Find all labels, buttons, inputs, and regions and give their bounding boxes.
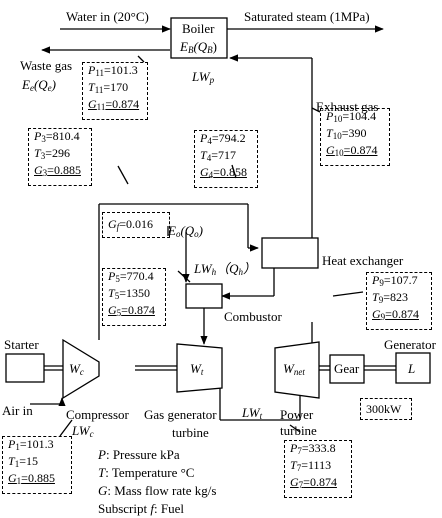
state-3-box: P3=810.4 T3=296 G3=0.885 — [28, 128, 92, 186]
state-5-box: P5=770.4 T5=1350 G5=0.874 — [102, 268, 166, 326]
legend-mass-flow: G: Mass flow rate kg/s — [98, 483, 217, 498]
t3: T3=296 — [34, 146, 70, 161]
legend-temperature: T: Temperature °C — [98, 465, 195, 480]
state-10-box: P10=104.4 T10=390 G10=0.874 — [320, 108, 390, 166]
g4: G4=0.858 — [200, 165, 247, 180]
ee-label: Ee(Qe) — [22, 77, 57, 94]
state-11-box: P11=101.3 T11=170 G11=0.874 — [82, 62, 148, 120]
s10-leader — [311, 107, 321, 113]
p4: P4=794.2 — [200, 131, 246, 146]
lwh-label: LWh（Qh） — [194, 261, 256, 278]
rating-label: 300kW — [366, 402, 402, 416]
p9: P9=107.7 — [372, 273, 418, 288]
s9-leader — [332, 291, 364, 297]
s4-leader — [231, 164, 237, 179]
p7: P7=333.8 — [290, 441, 336, 456]
g11: G11=0.874 — [88, 97, 140, 112]
s1-leader — [59, 419, 73, 437]
g1: G1=0.885 — [8, 471, 55, 486]
s5-leader — [177, 270, 191, 283]
s7-leader — [289, 424, 301, 433]
g3: G3=0.885 — [34, 163, 81, 178]
t7: T7=1113 — [290, 458, 332, 473]
load-box — [395, 352, 431, 384]
lwc-label: LWc — [72, 423, 94, 440]
load-label: L — [408, 361, 416, 376]
fuel-box: Gf=0.016 — [102, 212, 170, 238]
boiler-label: Boiler — [182, 21, 215, 36]
lwt-label: LWt — [242, 405, 263, 422]
heat-exchanger-label: Heat exchanger — [322, 253, 404, 268]
p5: P5=770.4 — [108, 269, 154, 284]
lwp-label: LWp — [192, 69, 215, 86]
combustor-box — [185, 283, 223, 309]
gear-label: Gear — [334, 361, 360, 376]
gas-generator-turbine-shape — [176, 343, 223, 393]
legend-pressure: P: Pressure kPa — [98, 447, 180, 462]
compressor-shape — [62, 338, 100, 400]
p3: P3=810.4 — [34, 129, 80, 144]
starter-box — [5, 353, 45, 383]
state-4-box: P4=794.2 T4=717 G4=0.858 — [194, 130, 258, 188]
starter-label: Starter — [4, 337, 39, 352]
t4: T4=717 — [200, 148, 236, 163]
waste-gas-label: Waste gas — [20, 58, 73, 73]
combustor-label: Combustor — [224, 309, 282, 324]
gas-generator-label-1: Gas generator — [144, 407, 217, 422]
wc-symbol: Wc — [69, 361, 84, 378]
state-9-box: P9=107.7 T9=823 G9=0.874 — [366, 272, 432, 330]
boiler-energy: EB(QB) — [180, 39, 218, 56]
power-turbine-label-2: turbine — [280, 423, 317, 438]
t11: T11=170 — [88, 80, 129, 95]
p1: P1=101.3 — [8, 437, 54, 452]
g5: G5=0.874 — [108, 303, 155, 318]
t9: T9=823 — [372, 290, 408, 305]
exhaust-gas-label: Exhaust gas — [316, 99, 379, 114]
rating-box: 300kW — [360, 398, 412, 420]
power-turbine-label-1: Power — [280, 407, 314, 422]
g10: G10=0.874 — [326, 143, 378, 158]
g7: G7=0.874 — [290, 475, 337, 490]
water-in-label: Water in (20°C) — [66, 9, 149, 24]
t10: T10=390 — [326, 126, 367, 141]
wnet-symbol: Wnet — [283, 361, 305, 378]
state-1-box: P1=101.3 T1=15 G1=0.885 — [2, 436, 72, 494]
p11: P11=101.3 — [88, 63, 138, 78]
legend-subscript: Subscript f: Fuel — [98, 501, 184, 516]
power-turbine-shape — [274, 341, 320, 399]
gear-box — [329, 354, 365, 384]
g9: G9=0.874 — [372, 307, 419, 322]
wt-symbol: Wt — [190, 361, 204, 378]
saturated-steam-label: Saturated steam (1MPa) — [244, 9, 370, 24]
air-in-label: Air in — [2, 403, 33, 418]
t5: T5=1350 — [108, 286, 150, 301]
state-7-box: P7=333.8 T7=1113 G7=0.874 — [284, 440, 352, 498]
s11-leader — [137, 55, 145, 63]
heat-exchanger-box — [261, 237, 319, 269]
generator-label: Generator — [384, 337, 436, 352]
gf: Gf=0.016 — [108, 217, 153, 232]
t1: T1=15 — [8, 454, 38, 469]
boiler-box — [170, 17, 228, 59]
p10: P10=104.4 — [326, 109, 377, 124]
compressor-label: Compressor — [66, 407, 129, 422]
eo-label: Eo(Qo) — [168, 223, 204, 240]
gas-generator-label-2: turbine — [172, 425, 209, 440]
s3-leader — [117, 165, 129, 185]
